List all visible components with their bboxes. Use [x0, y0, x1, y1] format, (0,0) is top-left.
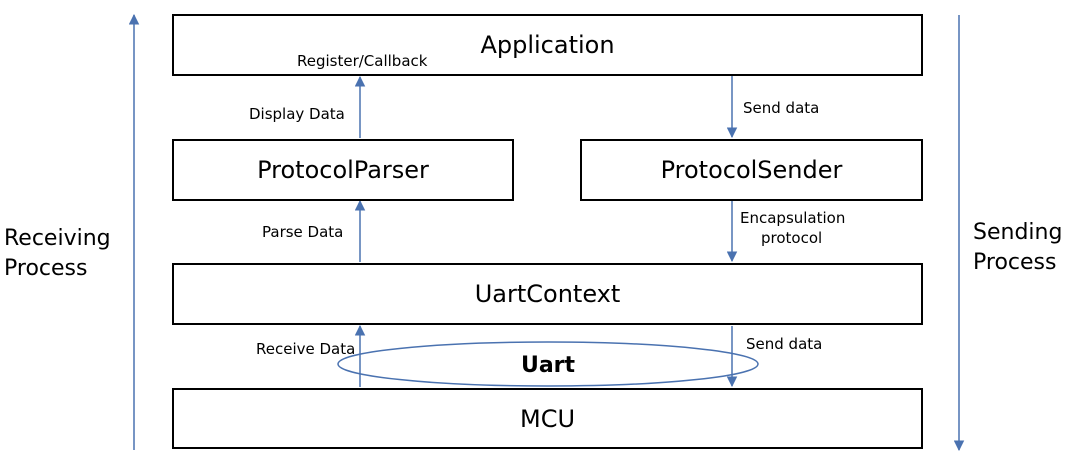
receive-data-label: Receive Data: [256, 340, 356, 358]
encapsulation-label-line1: Encapsulation: [740, 209, 846, 227]
send-data-top-label: Send data: [743, 99, 820, 117]
receiving-process-line1: Receiving: [4, 226, 111, 251]
parse-data-label: Parse Data: [262, 223, 344, 241]
protocol-sender-box: ProtocolSender: [580, 139, 923, 201]
sending-process-line1: Sending: [973, 220, 1063, 245]
protocol-sender-label: ProtocolSender: [660, 156, 843, 184]
sending-process-label: Sending Process: [973, 218, 1062, 278]
protocol-parser-box: ProtocolParser: [172, 139, 514, 201]
uart-label: Uart: [521, 353, 576, 378]
sending-process-line2: Process: [973, 250, 1057, 275]
mcu-box: MCU: [172, 388, 923, 449]
encapsulation-label-line2: protocol: [761, 229, 823, 247]
display-data-label: Display Data: [249, 105, 345, 123]
mcu-label: MCU: [519, 404, 576, 433]
register-callback-label: Register/Callback: [297, 52, 428, 70]
uart-ellipse: [337, 341, 759, 387]
uart-context-box: UartContext: [172, 263, 923, 325]
uart-context-label: UartContext: [474, 280, 621, 308]
receiving-process-line2: Process: [4, 256, 88, 281]
application-label: Application: [480, 31, 615, 59]
receiving-process-label: Receiving Process: [4, 224, 111, 284]
application-box: Application: [172, 14, 923, 76]
protocol-parser-label: ProtocolParser: [257, 156, 429, 184]
send-data-bottom-label: Send data: [746, 335, 823, 353]
